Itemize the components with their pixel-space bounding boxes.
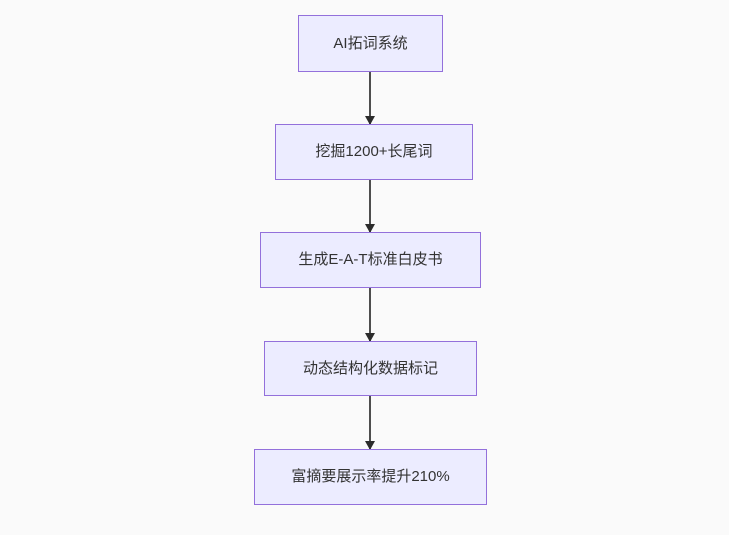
- node-label: 生成E-A-T标准白皮书: [298, 251, 443, 268]
- node-label: AI拓词系统: [333, 34, 408, 52]
- node-label: 富摘要展示率提升210%: [291, 468, 450, 485]
- connector-arrow-1: [369, 72, 371, 124]
- connector-arrow-4: [369, 396, 371, 449]
- node-label: 动态结构化数据标记: [302, 359, 438, 377]
- flow-node-longtail-keywords: 挖掘1200+长尾词: [275, 124, 473, 180]
- connector-arrow-3: [369, 288, 371, 341]
- connector-arrow-2: [369, 180, 371, 232]
- flow-node-rich-snippet-result: 富摘要展示率提升210%: [254, 449, 487, 505]
- node-label: 挖掘1200+长尾词: [315, 143, 433, 160]
- flow-node-ai-keyword-system: AI拓词系统: [298, 15, 443, 72]
- flow-node-structured-data-markup: 动态结构化数据标记: [264, 341, 477, 396]
- flow-node-eat-whitepaper: 生成E-A-T标准白皮书: [260, 232, 481, 288]
